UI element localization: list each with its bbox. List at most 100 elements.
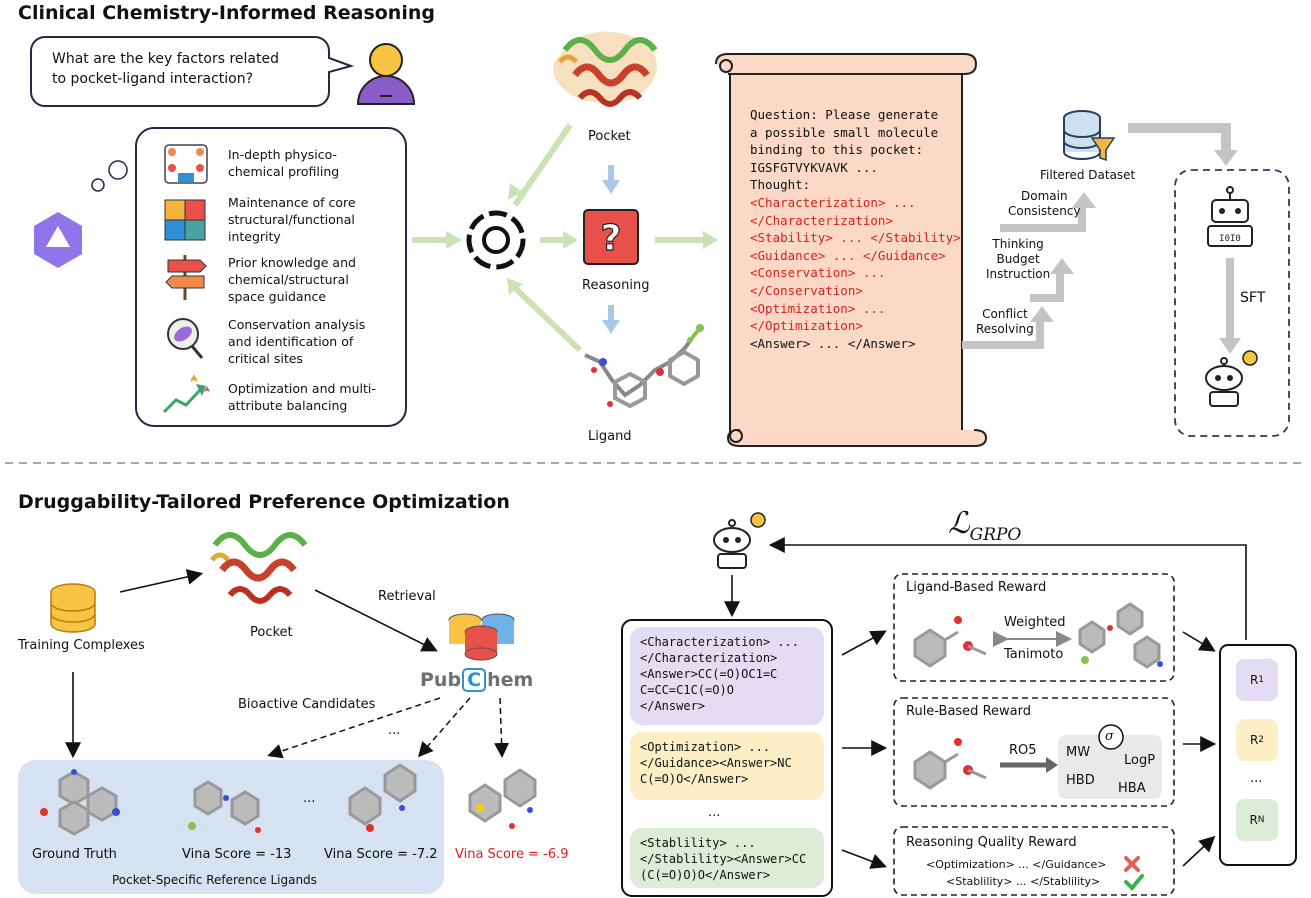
scroll-line: <Answer> ... </Answer> (750, 335, 916, 351)
signpost-icon (165, 255, 207, 300)
retrieval-label: Retrieval (378, 589, 436, 604)
aspirin-molecule-1 (913, 616, 987, 668)
question-line-2: to pocket-ligand interaction? (52, 71, 254, 87)
pubchem-text-right: hem (487, 669, 534, 691)
scroll-line: a possible small molecule (750, 124, 939, 140)
arrow-ligand-to-openai (512, 285, 583, 353)
quality-reward-box (893, 826, 1175, 896)
reward-rn-letter: R (1249, 813, 1258, 827)
factor-2: Maintenance of core structural/functiona… (228, 195, 356, 244)
scroll-line: binding to this pocket: (750, 142, 924, 158)
sigma-label: σ (1105, 729, 1114, 744)
bottom-section-title: Druggability-Tailored Preference Optimiz… (18, 491, 510, 513)
pubchem-database-icon (448, 613, 515, 661)
loss-subscript: GRPO (969, 525, 1022, 545)
ground-truth-label: Ground Truth (32, 847, 117, 862)
pubchem-text-left: Pub (420, 669, 462, 691)
ro5-properties-box (1058, 735, 1162, 799)
training-complexes-label: Training Complexes (18, 638, 145, 653)
arrow-training-to-pocket (119, 569, 204, 593)
ro5-label: RO5 (1009, 743, 1037, 758)
scroll-line: </Optimization> (750, 318, 863, 334)
ligand-reward-title: Ligand-Based Reward (906, 580, 1047, 595)
scroll-line: <Guidance> ... </Guidance> (750, 247, 946, 263)
vina-score-3: Vina Score = -6.9 (455, 847, 569, 862)
grpo-feedback-arrow (768, 537, 1247, 640)
scroll-line: </Conservation> (750, 282, 863, 298)
scroll-line: </Characterization> (750, 212, 893, 228)
quality-line-1: <Optimization> ... </Guidance> (926, 858, 1107, 871)
filtered-dataset-label: Filtered Dataset (1040, 168, 1136, 182)
response-1: <Characterization> ... </Characterizatio… (630, 627, 824, 725)
training-database-icon (50, 583, 96, 633)
pubchem-text-c: C (462, 668, 487, 692)
aspirin-molecule-2 (913, 738, 987, 790)
arrow-dataset-to-sft (1128, 123, 1231, 150)
filter-conflict-resolving: Conflict Resolving (976, 307, 1034, 336)
vina-score-1: Vina Score = -13 (182, 847, 292, 862)
thought-bubble-small (91, 178, 105, 192)
vina-score-2: Vina Score = -7.2 (324, 847, 438, 862)
tanimoto-label: Tanimoto (1004, 647, 1064, 662)
scroll-line: <Characterization> ... (750, 194, 916, 210)
molecule-vina-2 (348, 763, 417, 832)
ellipsis-panel: ... (303, 791, 316, 806)
reference-panel (18, 760, 444, 894)
top-section-title: Clinical Chemistry-Informed Reasoning (18, 2, 435, 24)
check-icon (1124, 874, 1144, 891)
mw-label: MW (1066, 745, 1091, 760)
weighted-label: Weighted (1004, 615, 1066, 630)
openai-logo-icon (466, 210, 526, 270)
robot-icon-before: I0I0 (1207, 186, 1253, 247)
logp-label: LogP (1124, 753, 1156, 768)
magnifier-icon (167, 318, 204, 359)
ligand-label-top: Ligand (588, 429, 632, 444)
molecule-ground-truth (40, 769, 120, 836)
pocket-label-top: Pocket (588, 129, 631, 144)
scroll-line: Thought: (750, 177, 811, 193)
bioactive-candidates-label: Bioactive Candidates (238, 697, 376, 712)
pocket-protein-bottom (210, 532, 308, 604)
quality-reward-title: Reasoning Quality Reward (906, 835, 1077, 850)
loss-symbol: ℒ (948, 506, 970, 541)
reward-r2-sub: 2 (1258, 735, 1265, 745)
ligand-reward-box (893, 573, 1175, 682)
staircase-arrow (962, 320, 1044, 349)
scroll-line: Question: Please generate (750, 107, 939, 122)
filter-thinking-budget: Thinking Budget Instruction (986, 237, 1051, 281)
molecule-vina-1 (188, 780, 261, 833)
profiling-icon (164, 144, 208, 184)
quality-line-2: <Stablility> ... </Stablility> (946, 875, 1101, 888)
factor-4: Conservation analysis and identification… (228, 317, 366, 366)
rewards-ellipsis: ... (1250, 771, 1263, 786)
filter-domain-consistency: Domain Consistency (1008, 189, 1081, 218)
reward-r1-letter: R (1249, 673, 1259, 687)
rule-reward-title: Rule-Based Reward (906, 704, 1031, 719)
ligand-molecule-top (584, 324, 704, 409)
question-line-1: What are the key factors related (52, 51, 279, 67)
scroll-line: IGSFGTVYKVAVK ... (750, 159, 878, 175)
robot-icon-after (1205, 350, 1258, 407)
pocket-protein-top (553, 31, 658, 107)
reference-panel-label: Pocket-Specific Reference Ligands (112, 873, 317, 887)
reward-rn-sub: N (1257, 815, 1265, 825)
pocket-label-bottom: Pocket (250, 625, 293, 640)
scroll-line: <Conservation> ... (750, 265, 886, 281)
thought-bubble-medium (108, 160, 128, 180)
qwen-logo-icon (34, 212, 82, 268)
scroll (715, 53, 988, 447)
grpo-loss-label: ℒGRPO (948, 506, 1021, 545)
reward-r2-letter: R (1249, 733, 1259, 747)
database-filter-icon (1063, 110, 1116, 162)
person-icon (356, 43, 416, 105)
cross-icon (1124, 856, 1140, 872)
reasoning-label: Reasoning (582, 278, 650, 293)
scroll-line: <Optimization> ... (750, 300, 886, 316)
scroll-line: <Stability> ... </Stability> (750, 230, 961, 246)
arrow-openai-to-pocket (512, 123, 573, 207)
